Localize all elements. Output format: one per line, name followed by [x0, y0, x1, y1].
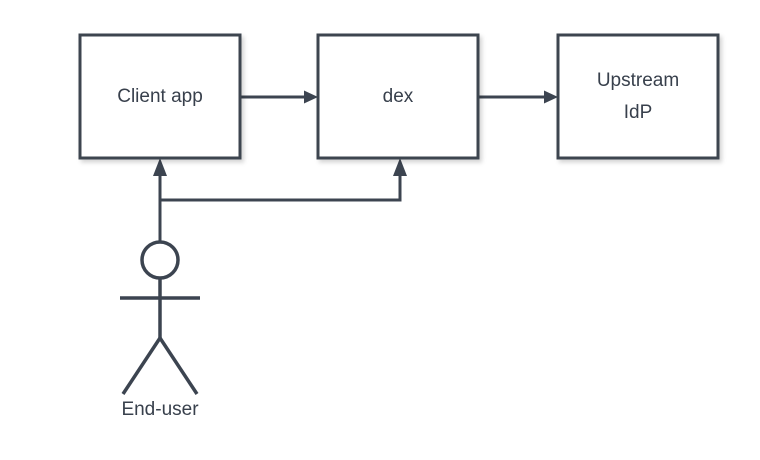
edge-end-user-to-dex-line [160, 170, 402, 202]
edge-end-user-to-client-app [153, 158, 167, 242]
actor-end-user-label: End-user [121, 399, 199, 420]
node-upstream-idp-label-line1: Upstream [597, 70, 679, 91]
actor-end-user-head [140, 240, 180, 280]
edge-dex-to-upstream-idp-arrowhead [544, 90, 558, 104]
edge-end-user-to-dex-arrowhead [393, 158, 407, 176]
actor-end-user-leg-left [121, 337, 162, 395]
actor-end-user-leg-right [158, 337, 199, 395]
node-upstream-idp-rect[interactable] [556, 33, 720, 160]
node-client-app-rect[interactable] [78, 33, 242, 160]
edge-dex-to-upstream-idp [478, 90, 558, 104]
edge-client-app-to-dex-arrowhead [304, 90, 318, 104]
node-client-app-label: Client app [117, 86, 203, 107]
node-client-app[interactable]: Client app [78, 33, 242, 160]
node-upstream-idp-label-line2: IdP [624, 102, 653, 123]
node-dex[interactable]: dex [316, 33, 480, 160]
node-dex-label: dex [383, 86, 414, 107]
edge-end-user-to-client-app-arrowhead [153, 158, 167, 176]
edge-end-user-to-dex [160, 158, 407, 202]
edge-client-app-to-dex [240, 90, 318, 104]
node-upstream-idp[interactable]: Upstream IdP [556, 33, 720, 160]
actor-end-user[interactable]: End-user [120, 240, 200, 420]
node-dex-rect[interactable] [316, 33, 480, 160]
